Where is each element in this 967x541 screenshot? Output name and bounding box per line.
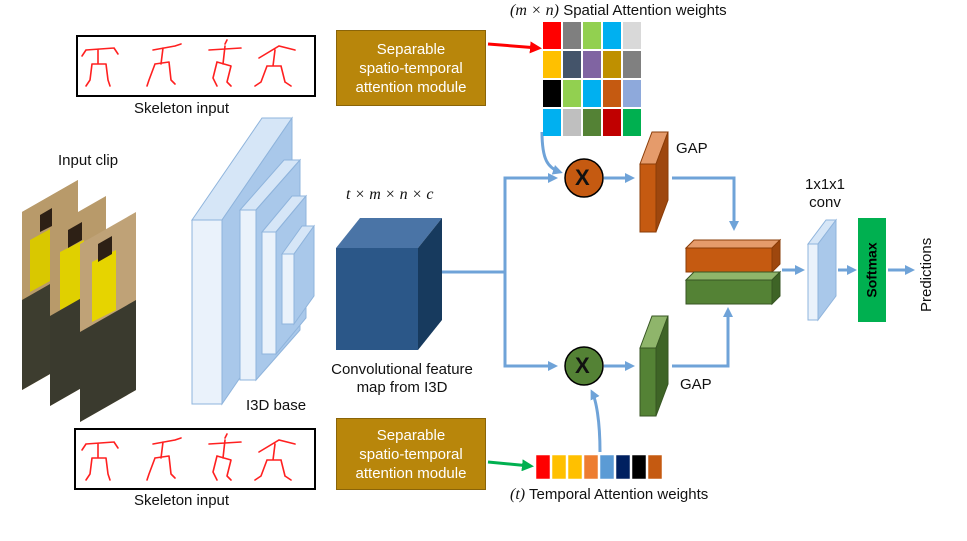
spatial-weight-cell (623, 22, 641, 49)
skeleton-input-top-box (76, 35, 316, 97)
skeleton-figure (254, 439, 296, 481)
temporal-weights-math: (t) (510, 486, 526, 503)
attention-module-bottom-label: Separable spatio-temporal attention modu… (355, 426, 467, 482)
i3d-block-4 (281, 224, 315, 326)
skeleton-input-bottom-box (74, 428, 316, 490)
skeleton-figure (254, 45, 296, 87)
temporal-weight-cell (567, 454, 583, 480)
temporal-weight-cell (615, 454, 631, 480)
temporal-weight-cell (599, 454, 615, 480)
spatial-weight-cell (583, 109, 601, 136)
spatial-weight-cell (563, 80, 581, 107)
skeleton-input-top-label: Skeleton input (134, 100, 230, 117)
spatial-weight-cell (543, 109, 561, 136)
arrow-to-bottom-multiply (503, 272, 558, 371)
softmax-box: Softmax (858, 218, 886, 322)
spatial-weight-cell (603, 22, 621, 49)
spatial-weight-cell (603, 109, 621, 136)
spatial-weight-cell (543, 51, 561, 78)
input-clip-frames (22, 180, 136, 422)
arrow-temporal-to-multiply (590, 389, 602, 453)
arrow-to-top-multiply (503, 173, 558, 272)
skeleton-input-bottom-label: Skeleton input (134, 492, 230, 509)
skeleton-figure (81, 441, 119, 481)
i3d-base-blocks (191, 116, 315, 406)
spatial-weight-cell (583, 22, 601, 49)
spatial-weights-math: (m × n) (510, 2, 560, 19)
conv-block (807, 218, 837, 322)
spatial-weight-cell (623, 51, 641, 78)
gap-bottom-label: GAP (680, 376, 712, 393)
spatial-weight-cell (583, 80, 601, 107)
spatial-weight-cell (543, 80, 561, 107)
spatial-weight-cell (563, 109, 581, 136)
concat-orange-bar (684, 238, 782, 274)
temporal-weight-cell (583, 454, 599, 480)
skeleton-figure (146, 43, 182, 87)
arrow-module-to-spatial (487, 41, 542, 54)
feature-map-label: Convolutional feature map from I3D (331, 361, 473, 396)
feature-map-cube (336, 218, 442, 350)
temporal-weight-cell (535, 454, 551, 480)
spatial-weight-cell (623, 80, 641, 107)
conv-label: 1x1x1 conv (804, 176, 846, 211)
multiply-top-label: X (575, 165, 590, 190)
multiply-bottom-label: X (575, 353, 590, 378)
arrow-gap-top-to-concat (672, 176, 739, 231)
temporal-weight-cell (551, 454, 567, 480)
temporal-weight-cell (631, 454, 647, 480)
skeleton-figures-bottom (81, 433, 296, 481)
skeleton-figure (81, 47, 119, 87)
temporal-weights-text: Temporal Attention weights (529, 486, 709, 503)
spatial-weight-cell (543, 22, 561, 49)
softmax-label: Softmax (864, 242, 881, 298)
arrow-gap-bottom-to-concat (672, 307, 733, 368)
temporal-attention-strip (535, 454, 663, 480)
arrow-spatial-to-multiply (540, 131, 563, 175)
skeleton-figure (208, 39, 242, 87)
gap-top-slab (639, 131, 669, 233)
gap-bottom-slab (639, 315, 669, 417)
attention-module-top: Separable spatio-temporal attention modu… (336, 30, 486, 106)
attention-module-top-label: Separable spatio-temporal attention modu… (355, 40, 467, 96)
spatial-attention-grid (543, 22, 641, 136)
attention-module-bottom: Separable spatio-temporal attention modu… (336, 418, 486, 490)
spatial-weight-cell (623, 109, 641, 136)
multiply-top-circle (564, 158, 604, 198)
arrow-module-to-temporal (487, 459, 534, 472)
spatial-weight-cell (563, 22, 581, 49)
skeleton-figure (146, 437, 182, 481)
input-clip-label: Input clip (58, 152, 119, 169)
spatial-weight-cell (603, 51, 621, 78)
feature-dims-label: t × m × n × c (346, 186, 434, 203)
spatial-weights-text: Spatial Attention weights (563, 2, 727, 19)
i3d-base-label: I3D base (246, 397, 307, 414)
spatial-weight-cell (603, 80, 621, 107)
skeleton-figures-top (81, 39, 296, 87)
temporal-weights-title: (t) Temporal Attention weights (510, 486, 708, 504)
feature-split-arrows (442, 173, 558, 371)
predictions-label: Predictions (918, 237, 935, 312)
spatial-weights-title: (m × n) Spatial Attention weights (510, 2, 727, 20)
spatial-weight-cell (583, 51, 601, 78)
clip-frame (80, 212, 136, 422)
concat-green-bar (684, 270, 782, 306)
skeleton-figure (208, 433, 242, 481)
multiply-bottom-circle (564, 346, 604, 386)
gap-top-label: GAP (676, 140, 708, 157)
spatial-weight-cell (563, 51, 581, 78)
temporal-weight-cell (647, 454, 663, 480)
